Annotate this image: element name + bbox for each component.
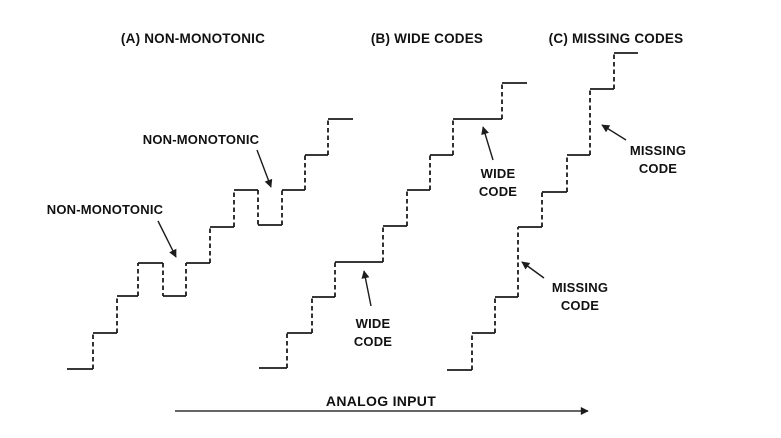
wide-code-callout-upper-arrow	[481, 126, 494, 161]
wide-code-callout-lower-arrow	[361, 270, 372, 307]
missing-code-callout-lower-arrow	[521, 261, 545, 279]
analog-input-axis-label: ANALOG INPUT	[326, 393, 436, 409]
non-monotonic-callout-upper-arrow	[256, 149, 273, 188]
panel-b-title: (B) WIDE CODES	[371, 31, 483, 46]
non-monotonic-callout-lower-label: NON-MONOTONIC	[47, 202, 164, 217]
non-monotonic-callout-upper-label: NON-MONOTONIC	[143, 132, 260, 147]
missing-code-callout-upper-arrow	[601, 124, 627, 141]
panel-a-title: (A) NON-MONOTONIC	[121, 31, 265, 46]
non-monotonic-callout-lower-arrow	[157, 220, 177, 258]
staircase-curves	[67, 52, 638, 371]
panel-c-title: (C) MISSING CODES	[549, 31, 684, 46]
